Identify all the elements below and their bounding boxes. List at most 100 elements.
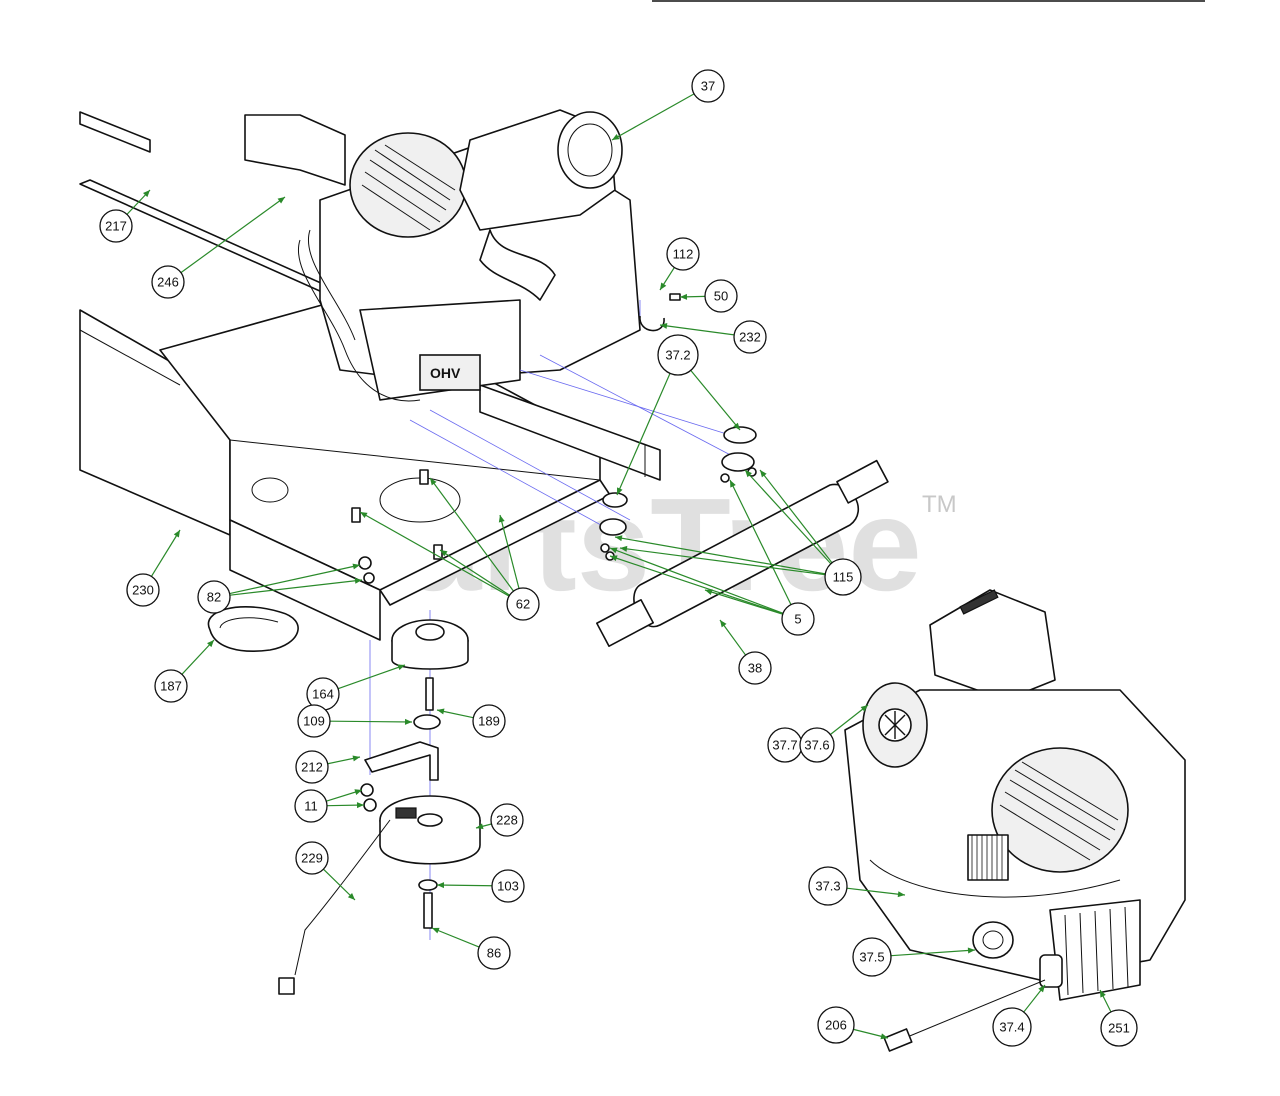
callout-circle [477,936,511,970]
callout-circle [472,704,506,738]
leader-arrowhead [610,547,618,554]
callout-label: 82 [207,590,221,605]
callout-11[interactable]: 11 [294,789,328,823]
callout-38[interactable]: 38 [738,651,772,685]
watermark-tm: TM [922,491,957,518]
leader-arrowhead [397,664,405,671]
callout-103[interactable]: 103 [491,869,525,903]
callout-label: 115 [833,570,854,585]
leader-arrowhead [352,755,360,762]
callout-label: 212 [301,760,323,775]
callout-217[interactable]: 217 [99,209,133,243]
leader-line [729,479,792,605]
callout-37-5[interactable]: 37.5 [852,937,892,977]
callout-label: 37.3 [815,879,840,894]
callout-label: 206 [825,1018,847,1033]
callout-label: 251 [1108,1021,1130,1036]
callout-label: 246 [157,275,179,290]
leader-arrowhead [430,478,437,486]
callout-187[interactable]: 187 [154,669,188,703]
callout-37[interactable]: 37 [691,69,725,103]
callout-37-2[interactable]: 37.2 [657,334,699,376]
leader-arrowhead [476,823,484,830]
callout-label: 50 [714,289,728,304]
leader-arrowhead [1038,985,1045,993]
callout-circle [824,558,862,596]
callout-37-6[interactable]: 37.6 [799,727,835,763]
leader-arrowhead [660,322,668,329]
leader-line [359,511,510,597]
callout-circle [294,789,328,823]
callout-229[interactable]: 229 [295,841,329,875]
secondary-engine [844,589,1186,1052]
callout-115[interactable]: 115 [824,558,862,596]
callout-circle [99,209,133,243]
callout-232[interactable]: 232 [733,320,767,354]
callout-5[interactable]: 5 [781,602,815,636]
callout-label: 232 [739,330,761,345]
chassis-frame [79,111,661,652]
leader-line [181,639,215,675]
leader-lines [126,93,1112,1040]
callout-86[interactable]: 86 [477,936,511,970]
callout-circle [799,727,835,763]
callout-label: 189 [478,714,500,729]
pto-stack [278,619,481,995]
leader-arrowhead [360,512,368,519]
callout-50[interactable]: 50 [704,279,738,313]
callout-189[interactable]: 189 [472,704,506,738]
leader-arrowhead [440,550,448,557]
callout-109[interactable]: 109 [297,704,331,738]
callout-label: 187 [160,679,182,694]
callout-circle [704,279,738,313]
callout-230[interactable]: 230 [126,573,160,607]
main-engine: OHV [297,109,641,402]
callout-228[interactable]: 228 [490,803,524,837]
leader-arrowhead [733,422,740,430]
callout-label: 228 [496,813,518,828]
callout-37-4[interactable]: 37.4 [992,1007,1032,1047]
callout-112[interactable]: 112 [666,237,700,271]
callout-circle [666,237,700,271]
leader-arrowhead [745,470,752,478]
callout-82[interactable]: 82 [197,580,231,614]
leader-arrowhead [354,789,362,795]
callout-62[interactable]: 62 [506,587,540,621]
muffler [596,293,889,648]
callout-206[interactable]: 206 [817,1006,855,1044]
callout-circle [154,669,188,703]
leader-arrowhead [680,293,688,300]
callout-246[interactable]: 246 [151,265,185,299]
leader-line [499,514,520,589]
leader-arrowhead [1100,990,1106,998]
callout-label: 112 [673,247,694,262]
leader-arrowhead [498,515,505,523]
leader-arrowhead [620,545,628,552]
callout-label: 62 [516,597,530,612]
leader-line [616,373,671,496]
leader-arrowhead [437,708,445,715]
callout-circle [297,704,331,738]
callout-212[interactable]: 212 [295,750,329,784]
leader-arrowhead [173,530,180,538]
leader-arrowhead [347,892,355,900]
leader-line [719,619,747,656]
callout-164[interactable]: 164 [306,677,340,711]
callout-circle [506,587,540,621]
leader-arrowhead [880,1033,888,1040]
callout-37-7[interactable]: 37.7 [767,727,803,763]
callout-circle [808,866,848,906]
callout-251[interactable]: 251 [1100,1009,1138,1047]
callout-circle [126,573,160,607]
leader-line [830,704,869,735]
leader-arrowhead [617,487,623,495]
leader-arrowhead [860,705,868,712]
callout-circle [1100,1009,1138,1047]
leader-line [439,549,510,596]
callout-circle [733,320,767,354]
callout-label: 11 [304,799,318,814]
callout-circle [295,841,329,875]
callout-circle [852,937,892,977]
callout-37-3[interactable]: 37.3 [808,866,848,906]
